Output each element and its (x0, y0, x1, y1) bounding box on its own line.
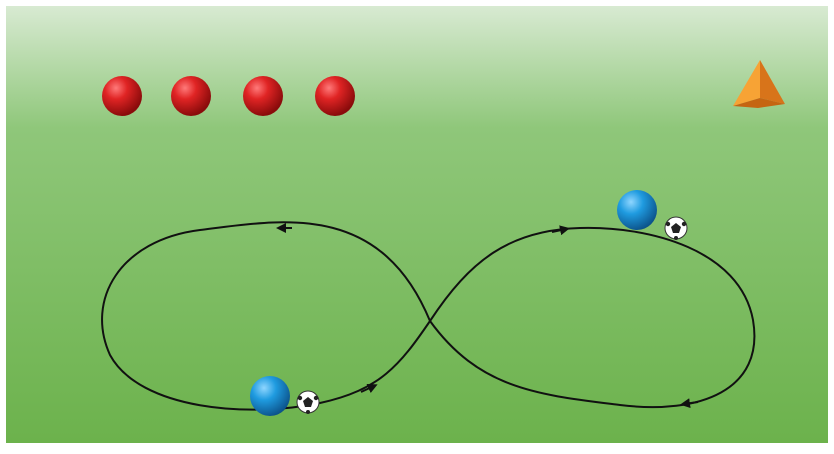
red-ball (171, 76, 211, 116)
red-ball (315, 76, 355, 116)
field-background (6, 6, 828, 443)
red-ball (243, 76, 283, 116)
player-disc (617, 190, 657, 230)
path-arrows (276, 223, 699, 409)
player-right (617, 190, 688, 240)
arrow-bottom-left (360, 383, 378, 394)
pyramid-marker-icon (733, 60, 785, 108)
soccer-ball-icon (664, 216, 688, 240)
player-disc (250, 376, 290, 416)
player-left (250, 376, 320, 416)
red-balls-row (102, 76, 355, 116)
soccer-ball-icon (296, 390, 320, 414)
arrow-top-right (551, 225, 570, 236)
arrow-bottom-right (680, 398, 699, 409)
red-ball (102, 76, 142, 116)
